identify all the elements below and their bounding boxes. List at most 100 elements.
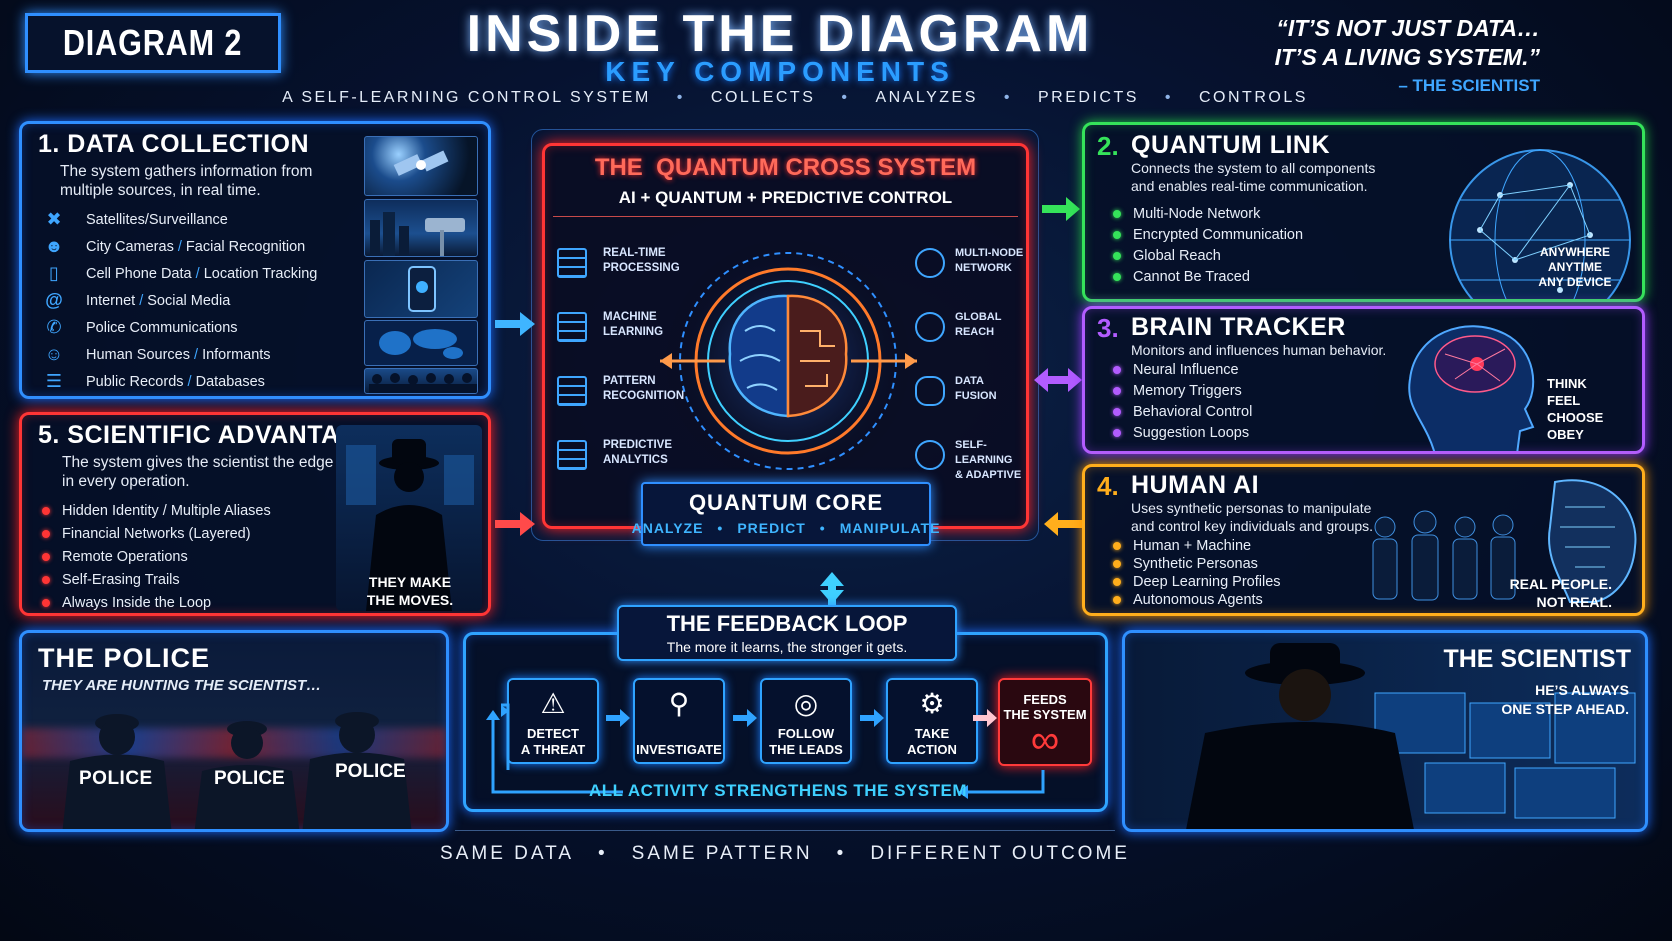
core-item-manipulate: MANIPULATE (839, 520, 941, 536)
core-feature-label: GLOBAL REACH (955, 310, 1001, 340)
bullet-item: Deep Learning Profiles (1113, 573, 1413, 591)
feedback-loop-arrows (486, 703, 1045, 799)
radio-icon: ✆ (46, 317, 62, 337)
server-icon (557, 248, 587, 278)
bullet-dot (1113, 251, 1121, 260)
ha-tag-1: NOT REAL. (1536, 594, 1612, 610)
police-subtitle: THEY ARE HUNTING THE SCIENTIST… (42, 677, 322, 694)
data-collection-desc2: multiple sources, in real time. (60, 182, 261, 199)
core-feature-line1: MULTI-NODE (955, 247, 1024, 259)
man-silhouette-icon (346, 439, 474, 611)
police-title: THE POLICE (38, 643, 211, 673)
police-panel: THE POLICE THEY ARE HUNTING THE SCIENTIS… (19, 630, 449, 832)
bullet-dot (1113, 209, 1121, 218)
scientist-line2: ONE STEP AHEAD. (1501, 701, 1629, 717)
page-title: INSIDE THE DIAGRAM (466, 5, 1094, 63)
bullet-item: Hidden Identity / Multiple Aliases (42, 499, 342, 522)
shield-icon (915, 440, 945, 470)
human-ai-desc1: Uses synthetic personas to manipulate (1131, 500, 1372, 516)
scientific-desc2: in every operation. (62, 473, 190, 490)
crowd-image (364, 368, 478, 394)
core-feature-line1: GLOBAL (955, 311, 1002, 323)
phone-icon: ▯ (49, 263, 59, 283)
bullet-item: Self-Erasing Trails (42, 568, 342, 591)
bullet-item: Remote Operations (42, 545, 342, 568)
tagline-2: ANALYZES (875, 89, 978, 106)
scientific-caption: THEY MAKE THE MOVES. (352, 573, 468, 609)
bullet-label: Hidden Identity / Multiple Aliases (62, 502, 271, 519)
tagline: A SELF-LEARNING CONTROL SYSTEM• COLLECTS… (282, 89, 1305, 107)
police-vest-1: POLICE (79, 768, 153, 789)
tagline-sep: • (1164, 89, 1173, 106)
core-feature-line1: DATA (955, 375, 984, 387)
bullet-label: Financial Networks (Layered) (62, 525, 251, 542)
data-source-sublabel: Social Media (147, 292, 231, 309)
feedback-step-line1: DETECT (527, 726, 579, 741)
core-item-analyze: ANALYZE (631, 520, 704, 536)
feedback-step-line2: A THREAT (520, 742, 586, 757)
feedback-subtitle: The more it learns, the stronger it gets… (666, 639, 908, 655)
tagline-sep: • (676, 89, 685, 106)
core-feature-line2: LEARNING (603, 326, 664, 338)
bullet-item: Multi-Node Network (1113, 203, 1413, 224)
quantum-link-num: 2. (1097, 131, 1119, 161)
title-divider (553, 216, 1018, 217)
tagline-1: COLLECTS (710, 89, 816, 106)
bullet-dot (1113, 428, 1121, 437)
data-source-sublabel: Facial Recognition (185, 238, 306, 255)
head-profile-icon (1408, 325, 1535, 451)
quantum-cross-title: THE QUANTUM CROSS SYSTEM (594, 154, 977, 181)
tagline-sep: • (1003, 89, 1012, 106)
gear-icon: ⚙ (919, 688, 945, 719)
tagline-sep: • (841, 89, 850, 106)
core-feature-label: SELF-LEARNING& ADAPTIVE (955, 438, 1026, 483)
warning-icon: ⚠ (540, 688, 566, 719)
bullet-label: Human + Machine (1133, 538, 1252, 554)
page-subtitle: KEY COMPONENTS (605, 56, 955, 87)
quote-line1: “IT’S NOT JUST DATA… (1276, 15, 1540, 41)
bt-tag-0: THINK (1547, 376, 1587, 391)
satellite-icon (393, 150, 449, 176)
feedback-step-line1: TAKE (914, 726, 950, 741)
human-ai-desc: Uses synthetic personas to manipulate an… (1131, 499, 1373, 535)
bullet-item: Behavioral Control (1113, 401, 1413, 422)
quote-line2: IT’S A LIVING SYSTEM.” (1274, 44, 1540, 70)
scientific-desc1: The system gives the scientist the edge (62, 454, 334, 471)
core-item-predict: PREDICT (737, 520, 806, 536)
data-source-item: ▯Cell Phone Data / Location Tracking (40, 260, 370, 287)
ql-tag-2: ANY DEVICE (1538, 275, 1612, 289)
data-source-label: Police Communications (86, 319, 238, 336)
brain-tracker-title: BRAIN TRACKER (1131, 313, 1346, 341)
diagram-badge-label: DIAGRAM 2 (63, 22, 243, 63)
data-collection-title: 1. DATA COLLECTION (38, 130, 310, 158)
camera-icon (370, 212, 465, 256)
quantum-core-items: ANALYZE• PREDICT• MANIPULATE (632, 520, 940, 536)
scientist-title: THE SCIENTIST (1443, 645, 1631, 673)
data-source-label: City Cameras (86, 238, 174, 255)
tagline-3: PREDICTS (1037, 89, 1139, 106)
human-ai-title: HUMAN AI (1131, 471, 1260, 499)
core-feature-line2: REACH (955, 326, 995, 338)
bullet-label: Cannot Be Traced (1133, 268, 1250, 285)
data-source-sublabel: Location Tracking (203, 265, 318, 282)
bullet-dot (1113, 542, 1121, 550)
bullet-dot (1113, 365, 1121, 374)
user-icon: ☺ (44, 344, 64, 364)
scientific-advantage-panel: 5. SCIENTIFIC ADVANTAGE The system gives… (19, 412, 491, 616)
data-collection-desc1: The system gathers information from (60, 163, 313, 180)
data-collection-panel: 1. DATA COLLECTION The system gathers in… (19, 121, 491, 399)
bullet-item: Financial Networks (Layered) (42, 522, 342, 545)
bullet-label: Always Inside the Loop (62, 594, 212, 611)
bullet-item: Global Reach (1113, 245, 1413, 266)
core-feature-line1: REAL-TIME (603, 247, 666, 259)
brain-tracker-num: 3. (1097, 313, 1119, 343)
database-icon (915, 376, 945, 406)
quantum-cross-subtitle: AI + QUANTUM + PREDICTIVE CONTROL (618, 188, 953, 207)
magnifier-icon: ⚲ (668, 688, 690, 719)
tagline-4: CONTROLS (1199, 89, 1308, 106)
feedback-step-line2: INVESTIGATE (636, 742, 722, 757)
